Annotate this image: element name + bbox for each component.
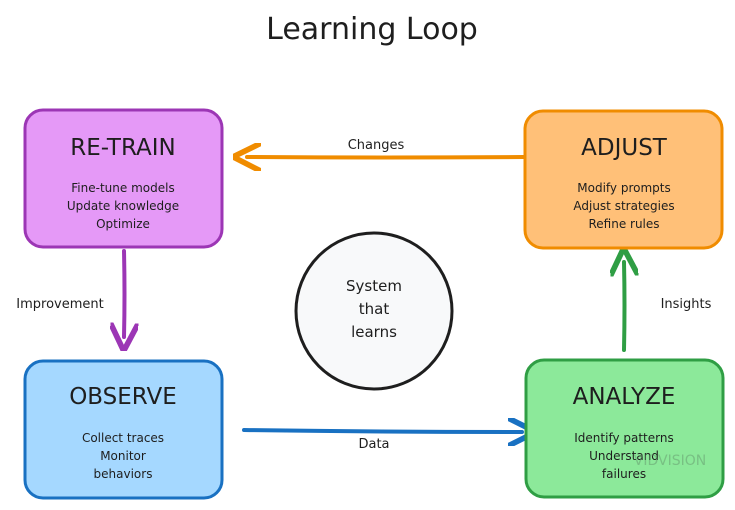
observe-line-2: Monitor	[100, 449, 146, 463]
node-analyze: ANALYZE Identify patterns Understand fai…	[524, 358, 725, 499]
adjust-line-2: Adjust strategies	[573, 199, 674, 213]
edge-improvement: Improvement	[16, 249, 125, 337]
analyze-line-2: Understand	[589, 449, 659, 463]
edge-data: Data	[242, 430, 522, 452]
center-line-3: learns	[351, 323, 397, 341]
changes-arrow	[247, 157, 526, 158]
edge-changes: Changes	[247, 138, 526, 158]
changes-label: Changes	[348, 138, 405, 153]
data-label: Data	[358, 437, 389, 452]
node-observe: OBSERVE Collect traces Monitor behaviors	[23, 359, 224, 500]
analyze-line-1: Identify patterns	[574, 431, 673, 445]
retrain-heading: RE-TRAIN	[70, 135, 176, 161]
analyze-box	[524, 358, 725, 499]
center-node: System that learns	[294, 231, 454, 391]
improvement-label: Improvement	[16, 297, 103, 312]
center-circle	[294, 231, 454, 391]
diagram-title: Learning Loop	[266, 12, 478, 47]
observe-heading: OBSERVE	[69, 384, 177, 410]
observe-box	[23, 359, 224, 500]
edge-insights: Insights	[624, 262, 712, 352]
retrain-line-1: Fine-tune models	[71, 181, 174, 195]
retrain-line-2: Update knowledge	[67, 199, 179, 213]
observe-line-3: behaviors	[94, 467, 153, 481]
adjust-heading: ADJUST	[581, 135, 668, 161]
center-line-2: that	[359, 300, 390, 318]
node-retrain: RE-TRAIN Fine-tune models Update knowled…	[23, 108, 224, 249]
adjust-line-3: Refine rules	[588, 217, 659, 231]
watermark: VIDVISION	[634, 453, 706, 469]
analyze-line-3: failures	[602, 467, 646, 481]
insights-arrow	[624, 262, 625, 352]
adjust-box	[523, 109, 724, 250]
retrain-box	[23, 108, 224, 249]
data-arrow	[242, 430, 522, 432]
improvement-arrow	[124, 249, 125, 337]
retrain-line-3: Optimize	[96, 217, 150, 231]
analyze-heading: ANALYZE	[573, 384, 676, 410]
node-adjust: ADJUST Modify prompts Adjust strategies …	[523, 109, 724, 250]
adjust-line-1: Modify prompts	[577, 181, 670, 195]
center-line-1: System	[346, 277, 402, 295]
insights-label: Insights	[661, 297, 712, 312]
observe-line-1: Collect traces	[82, 431, 164, 445]
